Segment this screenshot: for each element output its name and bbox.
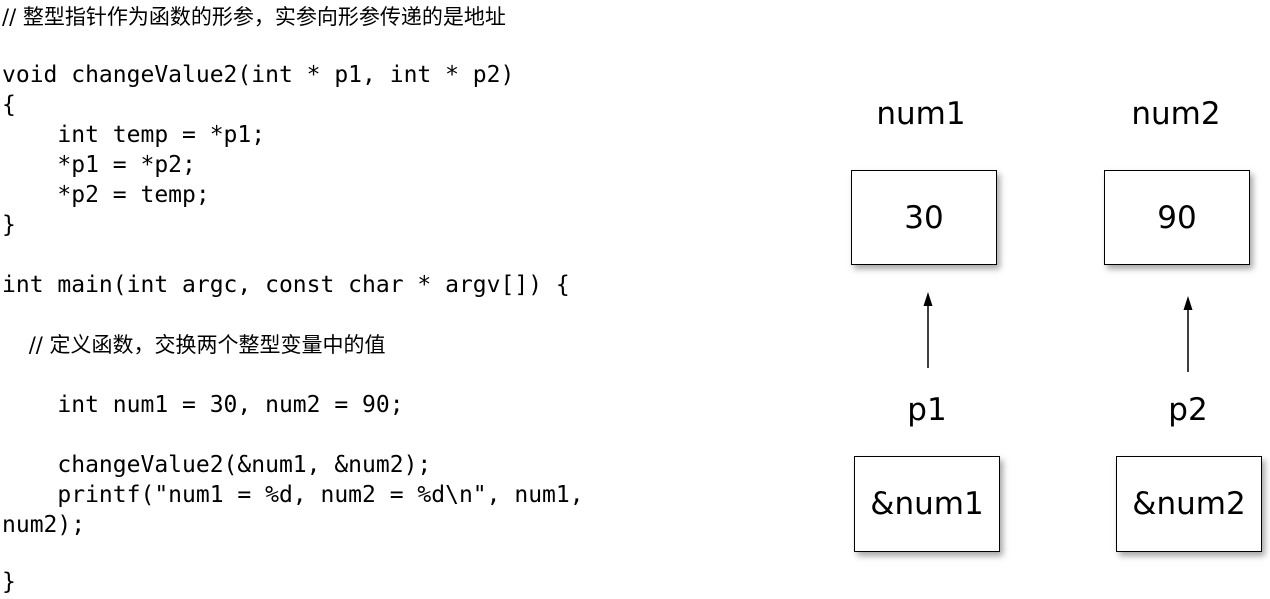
code-line-12: // 定义函数，交换两个整型变量中的值 <box>2 333 386 357</box>
arrow-p2-to-num2 <box>1183 296 1193 372</box>
var-value-num1: 30 <box>904 199 944 236</box>
code-line-14: int num1 = 30, num2 = 90; <box>2 392 404 418</box>
code-line-16: changeValue2(&num1, &num2); <box>2 452 432 478</box>
code-line-10: int main(int argc, const char * argv[]) … <box>2 272 570 298</box>
code-listing: // 整型指针作为函数的形参，实参向形参传递的是地址 void changeVa… <box>2 0 692 595</box>
arrow-p1-to-num1 <box>923 292 933 368</box>
code-line-18: num2); <box>2 512 86 538</box>
code-line-5: int temp = *p1; <box>2 122 266 148</box>
pointer-value-p2: &num2 <box>1132 486 1246 522</box>
var-box-num2: 90 <box>1104 170 1250 265</box>
pointer-box-p2: &num2 <box>1116 456 1262 552</box>
var-box-num1: 30 <box>851 170 997 265</box>
pointer-value-p1: &num1 <box>870 486 984 522</box>
code-line-20: } <box>2 569 16 595</box>
pointer-name-p1: p1 <box>907 392 947 428</box>
code-line-1: // 整型指针作为函数的形参，实参向形参传递的是地址 <box>2 5 506 29</box>
code-line-8: } <box>2 212 16 238</box>
code-line-3: void changeValue2(int * p1, int * p2) <box>2 62 515 88</box>
code-line-4: { <box>2 92 16 118</box>
code-line-6: *p1 = *p2; <box>2 152 196 178</box>
var-value-num2: 90 <box>1157 199 1197 236</box>
code-line-17: printf("num1 = %d, num2 = %d\n", num1, <box>2 482 584 508</box>
var-name-num2: num2 <box>1131 96 1221 132</box>
code-line-7: *p2 = temp; <box>2 182 210 208</box>
pointer-name-p2: p2 <box>1168 392 1208 428</box>
var-name-num1: num1 <box>876 96 966 132</box>
pointer-box-p1: &num1 <box>854 456 1000 552</box>
